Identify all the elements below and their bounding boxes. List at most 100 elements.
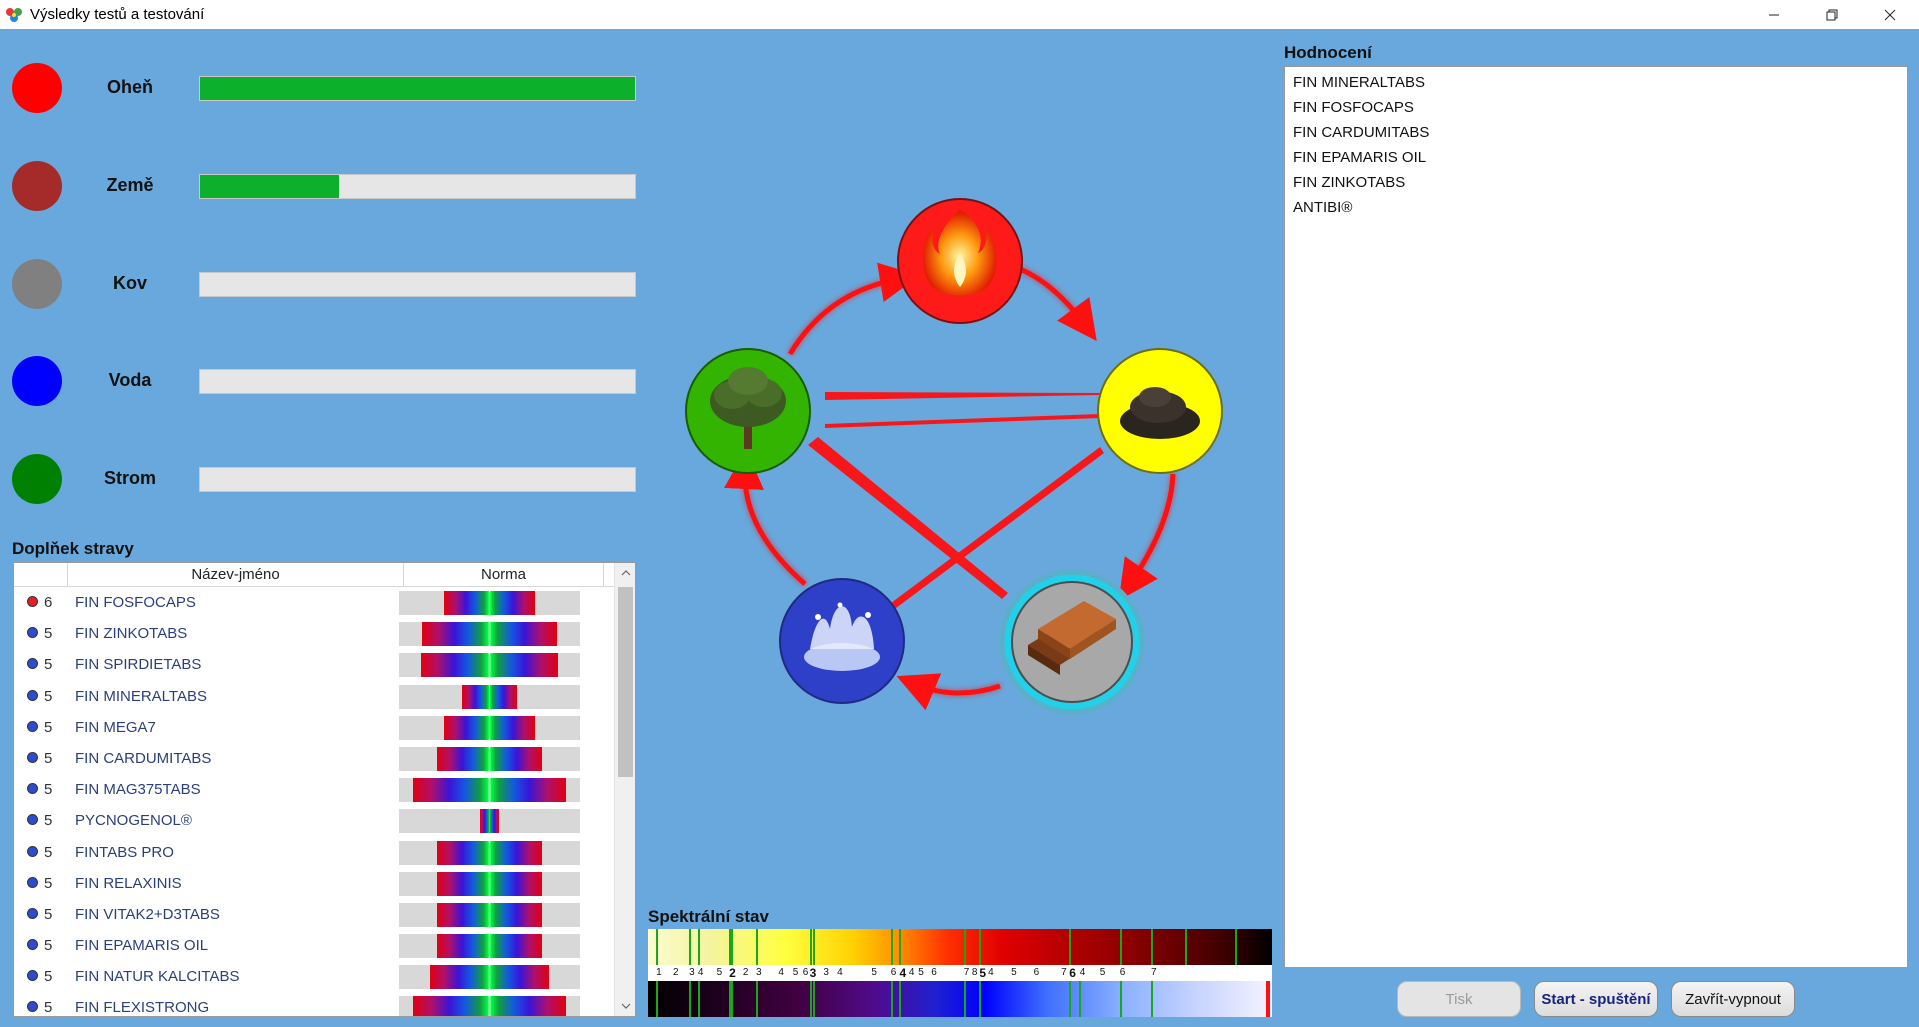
spectral-tick-label: 5 <box>918 967 924 978</box>
spectral-tick-label: 1 <box>656 967 662 978</box>
element-row-metal: Kov <box>0 253 640 313</box>
norm-spectrum <box>399 871 580 896</box>
element-level-bar <box>199 467 636 492</box>
spectral-tick-label: 4 <box>908 967 915 978</box>
spectral-tick-label: 3 <box>823 967 829 978</box>
spectral-line <box>1234 929 1237 965</box>
scrollbar-thumb[interactable] <box>618 587 633 777</box>
norm-spectrum <box>399 902 580 927</box>
spectral-line <box>729 981 732 1017</box>
spectral-line <box>1069 929 1072 965</box>
spectral-tick-label: 3 <box>755 967 762 978</box>
minimize-icon[interactable] <box>1745 0 1803 29</box>
rating-list[interactable]: FIN MINERALTABS FIN FOSFOCAPS FIN CARDUM… <box>1284 66 1908 968</box>
spectral-tick-label: 2 <box>729 966 736 980</box>
close-app-button[interactable]: Zavřít-vypnout <box>1671 981 1795 1017</box>
fire-icon <box>922 209 997 296</box>
water-splash-icon <box>804 602 880 671</box>
norm-spectrum-band <box>437 746 542 771</box>
norm-spectrum <box>399 653 580 678</box>
table-scrollbar[interactable] <box>614 563 635 1016</box>
rating-item[interactable]: FIN ZINKOTABS <box>1293 174 1406 191</box>
wood-node[interactable] <box>685 348 811 474</box>
spectral-marker <box>1265 981 1270 1017</box>
close-icon[interactable] <box>1861 0 1919 29</box>
row-score: 6 <box>44 594 53 611</box>
spectral-line <box>697 929 700 965</box>
scroll-down-icon[interactable] <box>615 996 635 1016</box>
spectral-tick-label: 6 <box>1119 967 1126 978</box>
scroll-up-icon[interactable] <box>615 563 635 583</box>
status-dot-icon <box>27 876 38 888</box>
start-button[interactable]: Start - spuštění <box>1534 981 1658 1017</box>
app-logo-icon <box>6 7 22 22</box>
norm-spectrum-band <box>437 871 542 896</box>
element-color-dot <box>12 356 62 406</box>
fire-node[interactable] <box>897 198 1023 324</box>
norm-spectrum <box>399 840 580 865</box>
print-button[interactable]: Tisk <box>1397 981 1521 1017</box>
status-dot-icon <box>27 658 38 670</box>
element-label: Kov <box>112 273 147 293</box>
norm-spectrum <box>399 591 580 615</box>
norm-spectrum <box>399 684 580 709</box>
row-score: 5 <box>44 749 53 767</box>
spectral-tick-label: 6 <box>1033 967 1040 978</box>
spectral-tick-label: 5 <box>1011 967 1017 978</box>
rating-item[interactable]: FIN FOSFOCAPS <box>1293 99 1414 116</box>
column-header-name[interactable]: Název-jméno <box>68 563 404 587</box>
row-score: 5 <box>44 656 53 674</box>
soil-icon <box>1120 387 1200 439</box>
spectral-tick-label: 7 <box>1150 967 1157 978</box>
norm-spectrum <box>399 996 580 1016</box>
element-color-dot <box>12 161 62 211</box>
spectral-line <box>697 981 700 1017</box>
spectral-tick-label: 4 <box>1079 967 1086 978</box>
status-dot-icon <box>27 970 38 982</box>
spectral-line <box>890 929 893 965</box>
water-node[interactable] <box>779 578 905 704</box>
rating-title: Hodnocení <box>1284 43 1372 62</box>
spectral-tick-label: 6 <box>890 967 897 978</box>
spectral-tick-label: 7 <box>1061 967 1067 978</box>
rating-item[interactable]: FIN EPAMARIS OIL <box>1293 149 1427 166</box>
spectral-tick-label: 4 <box>837 967 843 978</box>
rating-item[interactable]: ANTIBI® <box>1293 199 1353 216</box>
window-title: Výsledky testů a testování <box>30 6 205 23</box>
element-level-fill <box>200 77 635 100</box>
row-name: FIN MINERALTABS <box>75 687 207 705</box>
rating-item[interactable]: FIN MINERALTABS <box>1293 74 1425 91</box>
row-score: 5 <box>44 687 53 705</box>
norm-spectrum-band <box>413 996 566 1016</box>
five-elements-diagram <box>640 29 1280 719</box>
row-score: 5 <box>44 625 53 643</box>
earth-node[interactable] <box>1097 348 1223 474</box>
element-level-fill <box>200 175 340 198</box>
spectral-line <box>730 929 733 965</box>
element-row-wood: Strom <box>0 448 640 508</box>
restore-icon[interactable] <box>1803 0 1861 29</box>
column-header-norm[interactable]: Norma <box>404 563 604 587</box>
norm-spectrum <box>399 778 580 803</box>
norm-spectrum-band <box>444 715 535 740</box>
status-dot-icon <box>27 627 38 639</box>
metal-node[interactable] <box>999 569 1145 715</box>
table-row[interactable]: 5 FIN MINERALTABS <box>14 681 614 712</box>
spectral-tick-label: 2 <box>742 967 749 978</box>
rating-item[interactable]: FIN CARDUMITABS <box>1293 124 1430 141</box>
spectral-tick-label: 4 <box>988 967 994 978</box>
